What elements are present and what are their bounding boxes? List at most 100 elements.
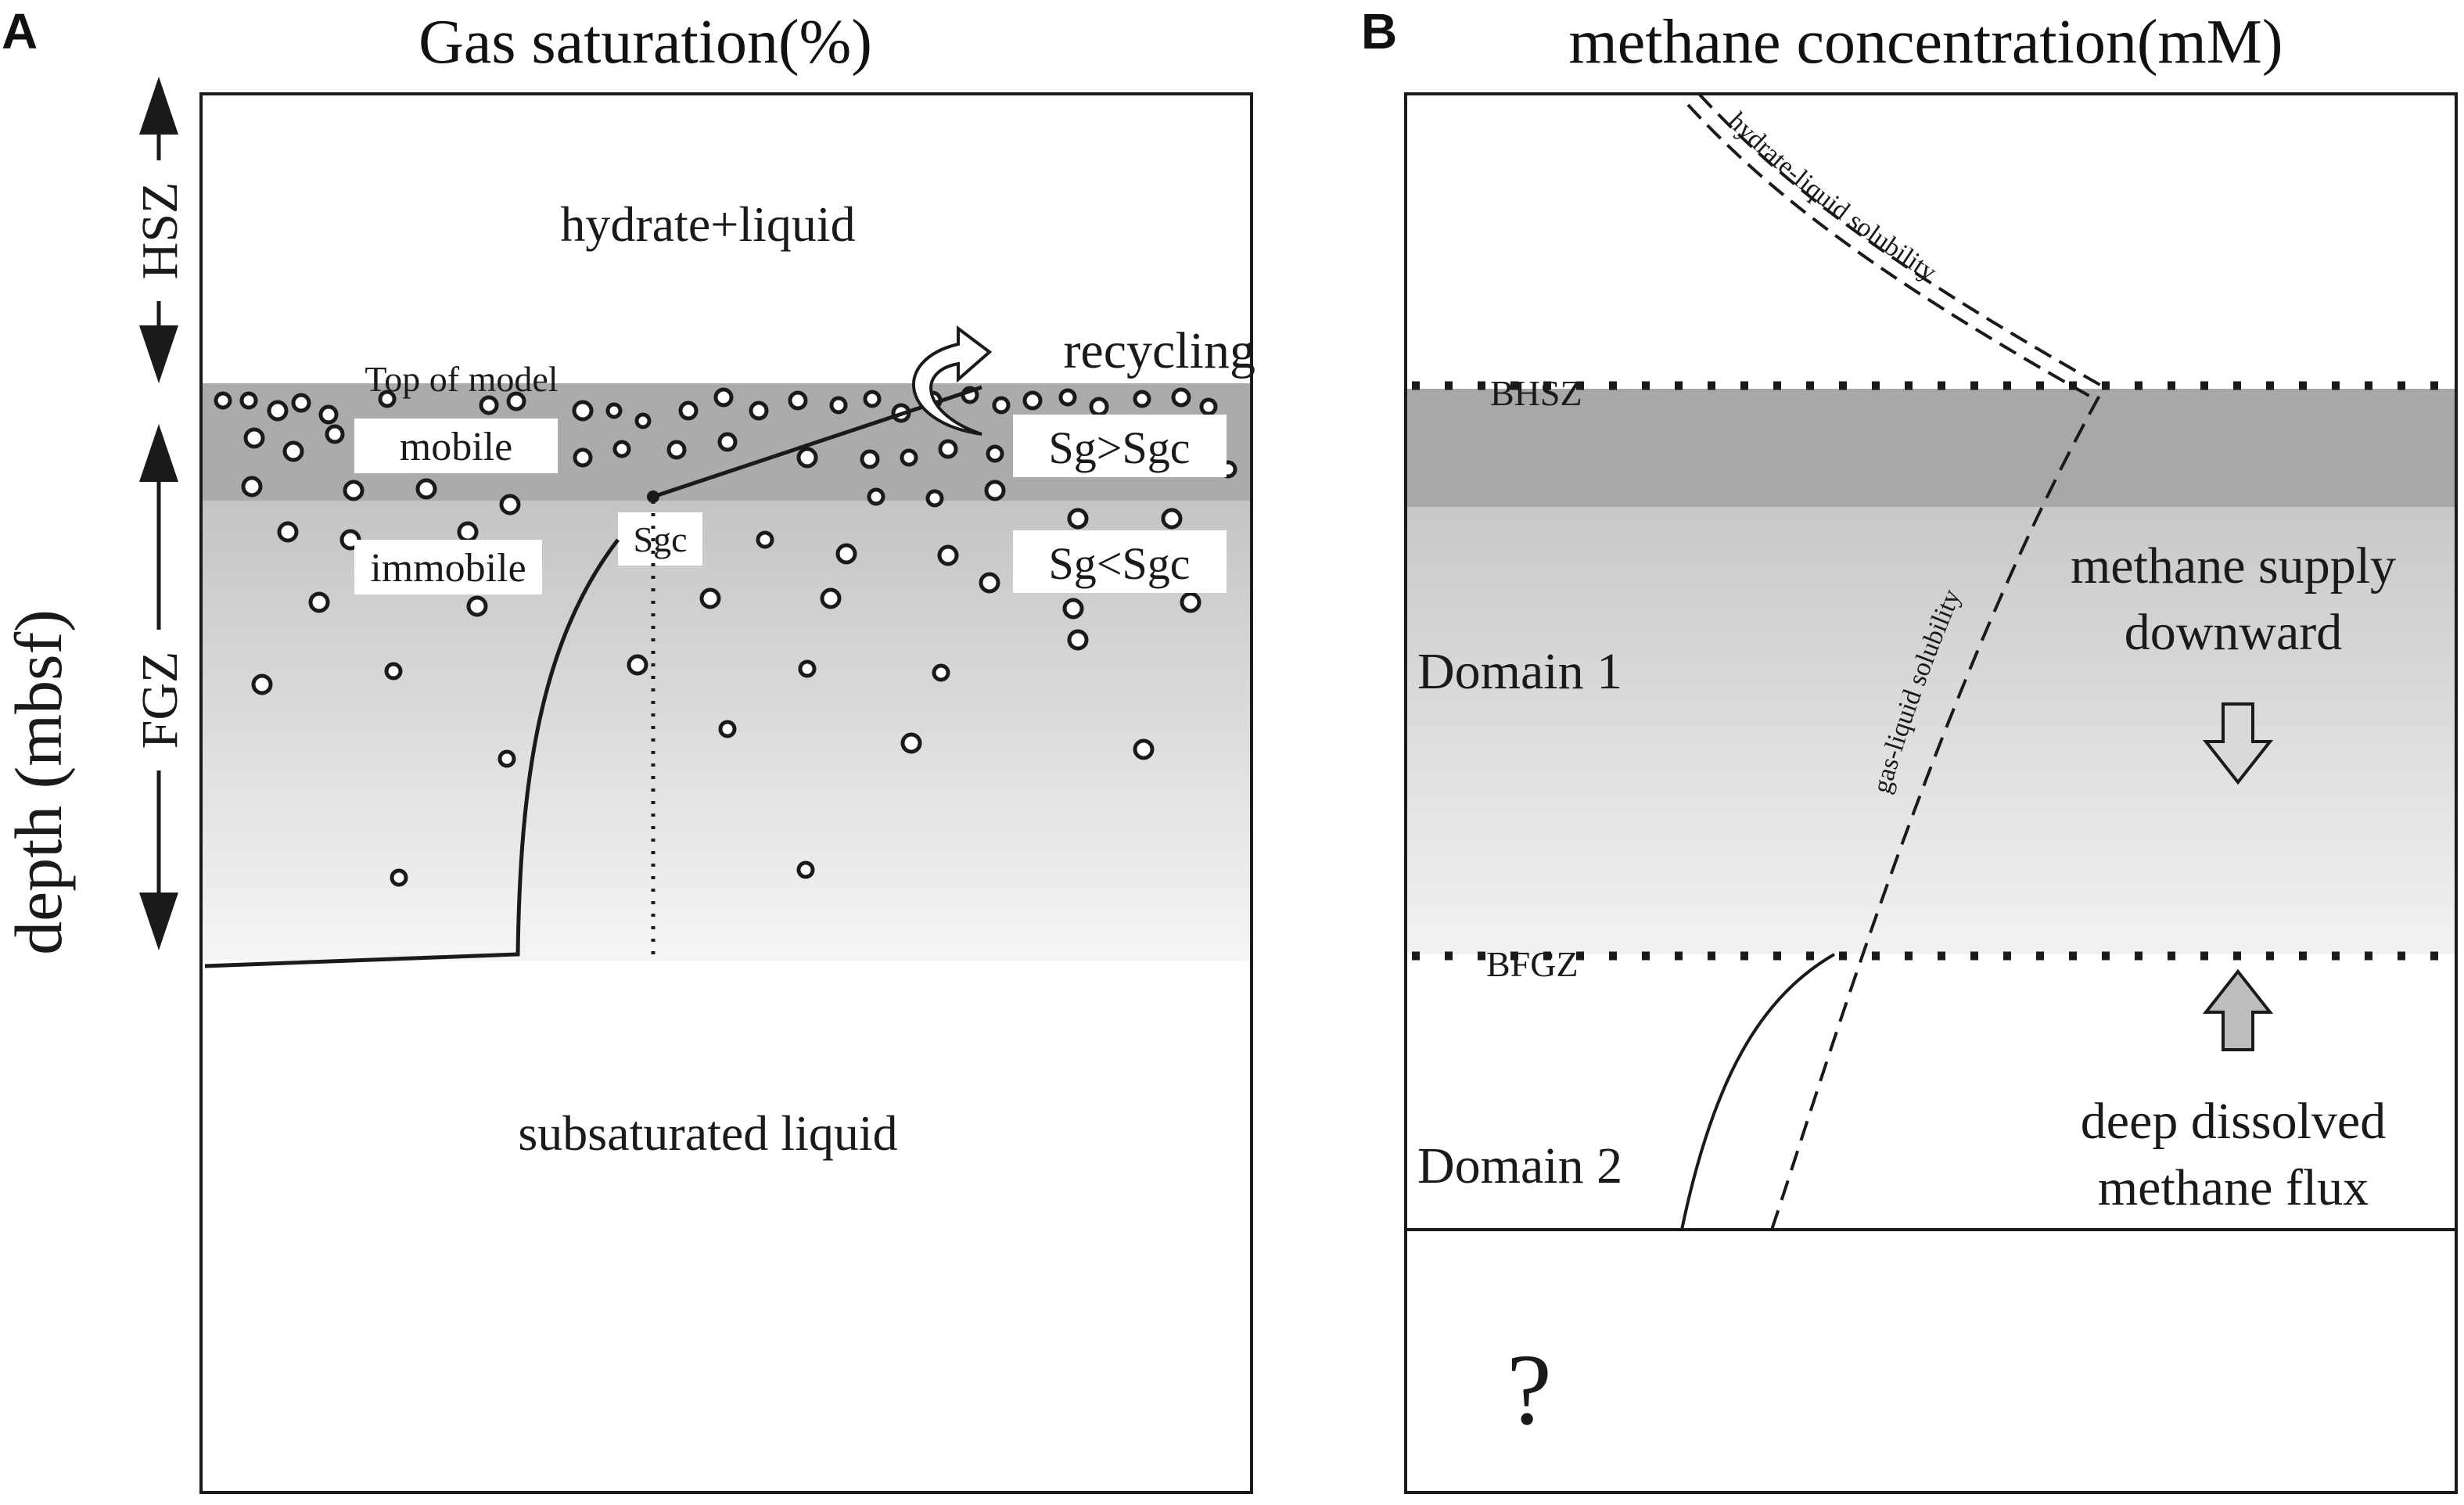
gas-bubble bbox=[863, 390, 882, 408]
sg-greater-label: Sg>Sgc bbox=[1049, 422, 1191, 473]
gas-bubble bbox=[573, 447, 593, 468]
gas-bubble bbox=[937, 544, 959, 566]
gas-bubble bbox=[457, 521, 479, 543]
gas-bubble bbox=[390, 868, 408, 887]
gas-bubble bbox=[1133, 390, 1151, 408]
gas-bubble bbox=[713, 387, 734, 408]
gas-bubble bbox=[627, 654, 648, 676]
gas-bubble bbox=[992, 396, 1011, 415]
gas-bubble bbox=[820, 587, 842, 609]
gas-bubble bbox=[699, 587, 721, 609]
gas-bubble bbox=[796, 447, 818, 469]
gas-bubble bbox=[605, 402, 623, 419]
gas-bubble bbox=[835, 543, 857, 565]
gas-bubble bbox=[984, 480, 1006, 501]
panel-a: A Gas saturation(%) hydrate+liquid mobil… bbox=[1, 3, 1255, 1494]
gas-bubble bbox=[267, 400, 289, 422]
gas-bubble bbox=[243, 427, 265, 449]
hsz-arrow-icon bbox=[139, 77, 178, 383]
sgc-label-box bbox=[618, 512, 702, 566]
gas-bubble bbox=[1067, 508, 1089, 530]
panel-b-letter: B bbox=[1361, 3, 1397, 59]
gas-bubble bbox=[251, 673, 273, 695]
hydrate-solubility-label: hydrate-liquid solubility bbox=[1722, 106, 1941, 287]
fgz-arrow-icon bbox=[139, 424, 178, 950]
gas-bubble bbox=[282, 440, 304, 462]
methane-supply-line2: downward bbox=[2125, 604, 2343, 661]
panel-b-frame bbox=[1404, 92, 2458, 1494]
gas-bubble bbox=[308, 591, 330, 613]
gas-bubble bbox=[1180, 591, 1201, 613]
region-subsaturated-liquid: subsaturated liquid bbox=[518, 1105, 897, 1161]
sgc-point bbox=[647, 490, 659, 503]
panel-a-letter: A bbox=[2, 3, 38, 59]
fgz-label: FGZ bbox=[131, 652, 189, 749]
sg-less-box bbox=[1013, 530, 1227, 593]
gas-bubble bbox=[900, 448, 918, 467]
gas-bubble bbox=[925, 489, 944, 508]
gas-bubble bbox=[214, 391, 232, 410]
saturation-profile-curve bbox=[204, 538, 620, 968]
sg-less-label: Sg<Sgc bbox=[1049, 538, 1191, 589]
gas-bubble bbox=[1089, 397, 1109, 417]
gas-bubble bbox=[796, 860, 815, 879]
region-hydrate-liquid: hydrate+liquid bbox=[560, 196, 855, 252]
bfgz-label: BFGZ bbox=[1486, 944, 1579, 984]
top-of-model-label: Top of model bbox=[365, 359, 558, 399]
gas-bubble bbox=[1067, 629, 1089, 651]
gas-bubble bbox=[343, 480, 365, 501]
gas-bubble bbox=[415, 478, 437, 500]
gas-bubble bbox=[1161, 508, 1183, 530]
gas-bubble bbox=[241, 476, 263, 497]
hsz-label: HSZ bbox=[131, 182, 189, 280]
gas-bubble bbox=[318, 404, 339, 425]
panel-b: B methane concentration(mM) BHSZ BFGZ hy… bbox=[1361, 3, 2458, 1494]
gas-bubble bbox=[1062, 598, 1084, 620]
gas-bubble bbox=[860, 449, 880, 469]
gas-bubble bbox=[277, 521, 299, 543]
gas-bubble bbox=[497, 749, 516, 768]
gas-bubble bbox=[499, 494, 521, 515]
gas-bubble bbox=[678, 400, 699, 421]
gas-bubble bbox=[239, 391, 258, 410]
methane-supply-line1: methane supply bbox=[2071, 537, 2396, 594]
gas-bubble bbox=[572, 400, 594, 422]
gas-bubble bbox=[756, 530, 774, 549]
gas-bubble bbox=[1199, 397, 1218, 416]
mobile-label: mobile bbox=[400, 425, 512, 469]
domain1-gradient-zone bbox=[1406, 507, 2456, 954]
domain1-label: Domain 1 bbox=[1417, 643, 1622, 700]
gas-bubble bbox=[900, 732, 922, 754]
gas-bubble bbox=[749, 400, 769, 421]
gas-bubble bbox=[932, 663, 950, 682]
recycling-label: recycling bbox=[1063, 322, 1255, 379]
deep-flux-line2: methane flux bbox=[2098, 1159, 2369, 1216]
immobile-label-box bbox=[354, 540, 542, 594]
panel-a-frame bbox=[199, 92, 1253, 1494]
gas-bubble bbox=[291, 393, 311, 413]
sg-greater-box bbox=[1013, 415, 1227, 477]
gas-bubble bbox=[1022, 390, 1043, 411]
gas-bubble bbox=[867, 487, 885, 506]
gas-bubble bbox=[717, 432, 738, 452]
gas-bubble bbox=[506, 391, 526, 411]
gas-bubble bbox=[634, 412, 652, 429]
gas-bubble bbox=[718, 720, 737, 738]
mobile-label-box bbox=[354, 418, 558, 473]
panel-a-title: Gas saturation(%) bbox=[418, 8, 872, 77]
sgc-label: Sgc bbox=[634, 519, 688, 559]
gas-bubble bbox=[378, 390, 397, 408]
gas-bubble bbox=[466, 595, 488, 617]
domain2-label: Domain 2 bbox=[1417, 1137, 1622, 1194]
panel-b-title: methane concentration(mM) bbox=[1569, 8, 2283, 77]
gas-bubble bbox=[829, 396, 848, 415]
gas-bubble bbox=[1133, 738, 1155, 760]
gas-bubble bbox=[666, 440, 687, 460]
up-arrow-icon bbox=[2202, 968, 2274, 1051]
gas-bubble bbox=[1171, 387, 1191, 408]
y-axis-label: depth (mbsf) bbox=[1, 609, 76, 955]
bhsz-band bbox=[1406, 389, 2456, 507]
gas-bubble bbox=[612, 440, 631, 458]
gas-solubility-curve bbox=[1770, 386, 2106, 1230]
